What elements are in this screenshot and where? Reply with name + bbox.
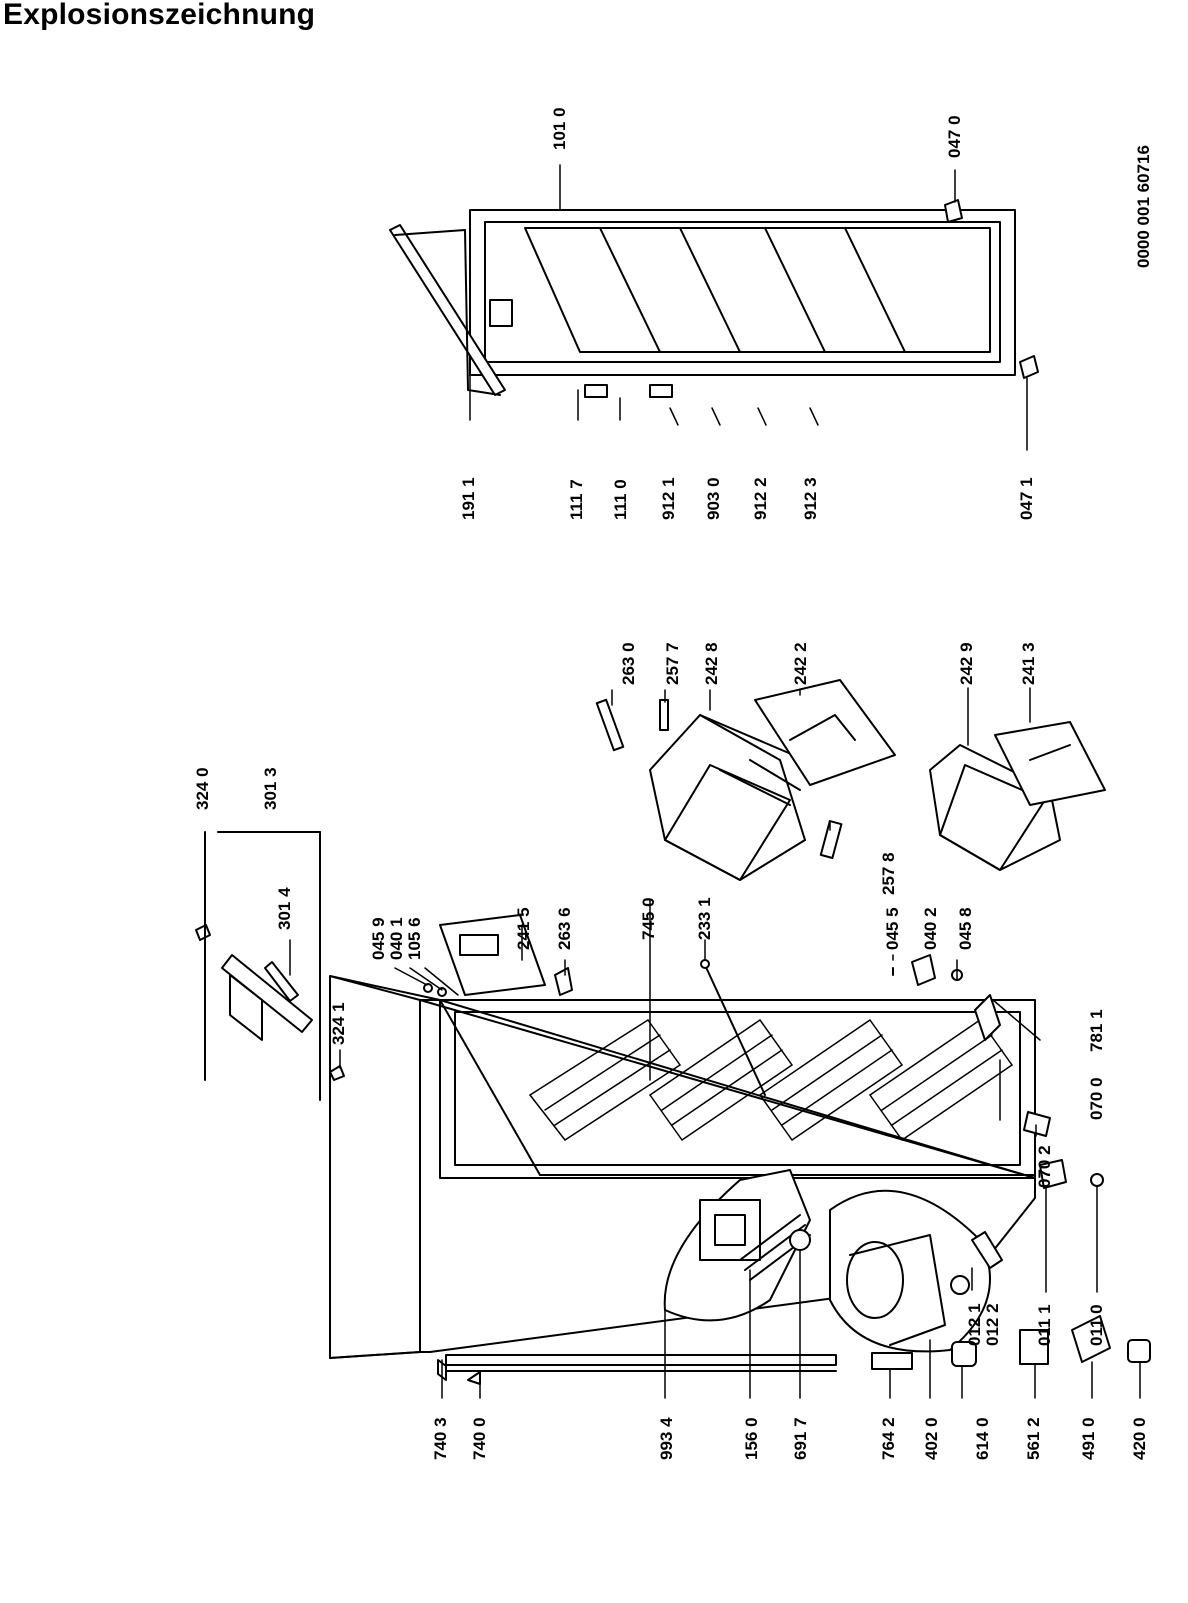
label-781-1: 781 1 xyxy=(1087,1009,1106,1052)
drawer-upper xyxy=(595,679,896,881)
label-045-9: 045 9 xyxy=(369,917,388,960)
label-301-4: 301 4 xyxy=(275,887,294,930)
shelf-rod xyxy=(700,959,766,1096)
lamp-cover xyxy=(195,831,345,1101)
label-047-1: 047 1 xyxy=(1017,477,1036,520)
door xyxy=(389,199,1039,398)
label-257-7: 257 7 xyxy=(663,642,682,685)
label-241-5: 241 5 xyxy=(514,907,533,950)
label-242-9: 242 9 xyxy=(957,642,976,685)
document-id: 0000 001 60716 xyxy=(1134,145,1153,268)
leader-lines xyxy=(204,164,1141,1399)
label-491-0: 491 0 xyxy=(1079,1417,1098,1460)
top-small-parts xyxy=(423,914,573,997)
label-241-3: 241 3 xyxy=(1019,642,1038,685)
label-111-0: 111 0 xyxy=(611,479,630,520)
door-strip xyxy=(437,1354,837,1385)
label-912-2: 912 2 xyxy=(751,477,770,520)
label-045-8: 045 8 xyxy=(956,907,975,950)
label-242-8: 242 8 xyxy=(702,642,721,685)
label-011-0: 011 0 xyxy=(1087,1304,1106,1346)
label-301-3: 301 3 xyxy=(261,767,280,810)
label-040-1: 040 1 xyxy=(387,917,406,960)
page-title: Explosionszeichnung xyxy=(3,0,316,31)
label-111-7: 111 7 xyxy=(567,479,586,520)
compressor-detail xyxy=(829,1189,991,1353)
drawer-lower xyxy=(929,721,1106,871)
control-panel xyxy=(663,1169,811,1322)
label-740-0: 740 0 xyxy=(470,1417,489,1460)
label-912-3: 912 3 xyxy=(801,477,820,520)
door-screws xyxy=(669,407,819,426)
label-263-0: 263 0 xyxy=(619,642,638,685)
hinge-parts xyxy=(892,954,1001,1041)
label-191-1: 191 1 xyxy=(459,477,478,520)
label-047-0: 047 0 xyxy=(945,115,964,158)
label-257-8: 257 8 xyxy=(879,852,898,895)
label-691-7: 691 7 xyxy=(791,1417,810,1460)
label-912-1: 912 1 xyxy=(659,477,678,520)
label-156-0: 156 0 xyxy=(742,1417,761,1460)
label-012-1: 012 1 xyxy=(965,1303,984,1346)
label-740-3: 740 3 xyxy=(431,1417,450,1460)
label-745-0: 745 0 xyxy=(639,897,658,940)
label-764-2: 764 2 xyxy=(879,1417,898,1460)
evaporator-shelves xyxy=(529,1019,1013,1141)
label-101-0: 101 0 xyxy=(550,107,569,150)
label-233-1: 233 1 xyxy=(695,897,714,940)
label-105-6: 105 6 xyxy=(405,917,424,960)
label-614-0: 614 0 xyxy=(973,1417,992,1460)
label-045-5: 045 5 xyxy=(883,907,902,950)
label-070-0: 070 0 xyxy=(1087,1077,1106,1120)
label-324-0: 324 0 xyxy=(193,767,212,810)
label-993-4: 993 4 xyxy=(657,1417,676,1460)
label-012-2: 012 2 xyxy=(983,1303,1002,1346)
label-420-0: 420 0 xyxy=(1130,1417,1149,1460)
label-903-0: 903 0 xyxy=(704,477,723,520)
label-070-2: 070 2 xyxy=(1035,1145,1054,1188)
label-011-1: 011 1 xyxy=(1035,1304,1054,1346)
label-324-1: 324 1 xyxy=(329,1002,348,1045)
label-242-2: 242 2 xyxy=(791,642,810,685)
loose-parts xyxy=(871,1231,1151,1370)
label-561-2: 561 2 xyxy=(1024,1417,1043,1460)
label-402-0: 402 0 xyxy=(922,1417,941,1460)
label-263-6: 263 6 xyxy=(555,907,574,950)
label-040-2: 040 2 xyxy=(921,907,940,950)
